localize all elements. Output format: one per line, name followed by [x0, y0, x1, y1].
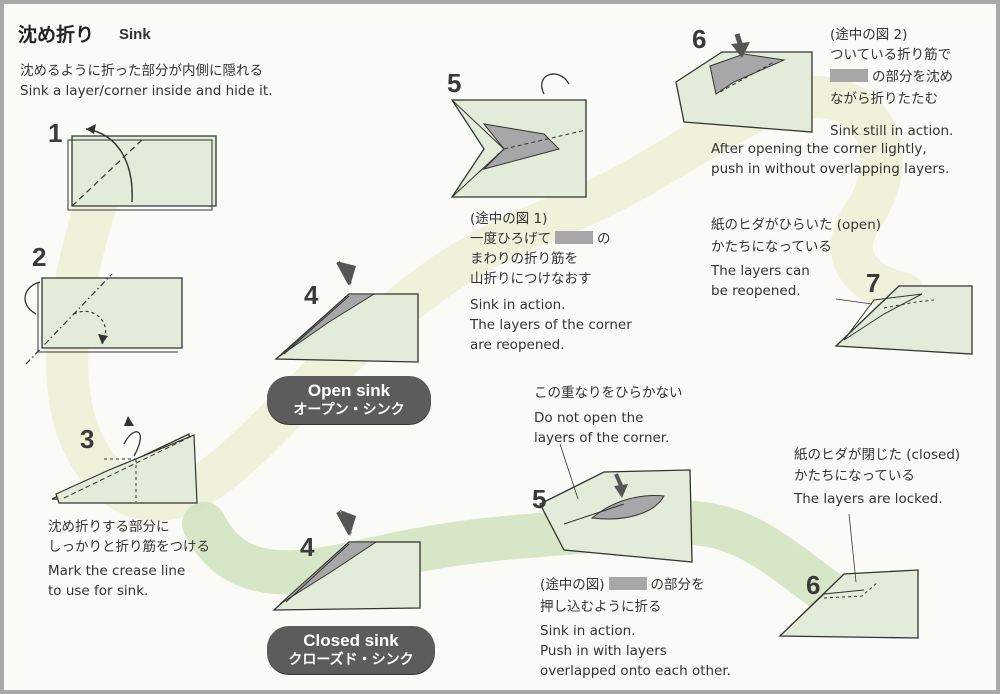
diagram-artwork — [24, 33, 973, 639]
open-step5-drawing — [450, 73, 587, 198]
step-number-3: 3 — [80, 424, 95, 454]
open-step-number-6: 6 — [692, 24, 707, 54]
closed-step5-note-jp: この重なりをひらかない — [534, 385, 683, 401]
open-step6-text-jp2: の部分を沈め — [830, 68, 953, 87]
open-sink-label: Open sink オープン・シンク — [267, 376, 431, 424]
shaded-area-swatch — [555, 231, 593, 244]
closed-step5-text-en3: overlapped onto each other. — [540, 663, 731, 679]
open-step7-text-en1: The layers can — [711, 263, 810, 279]
open-step4-drawing — [274, 261, 419, 363]
step1-drawing — [67, 124, 217, 211]
closed-step5-text-en2: Push in with layers — [540, 643, 667, 659]
step3-text-en1: Mark the crease line — [48, 563, 186, 579]
open-step6-text-jp3: ながら折りたたむ — [830, 91, 938, 107]
closed-step6-text-en1: The layers are locked. — [794, 491, 943, 507]
open-route-band — [46, 76, 925, 522]
open-step7-text-jp2: かたちになっている — [711, 239, 832, 255]
open-step7-drawing — [834, 285, 973, 355]
closed-step6-text-jp1: 紙のヒダが閉じた (closed) — [794, 447, 961, 463]
open-sink-label-jp: オープン・シンク — [293, 402, 405, 418]
open-step5-text-jp2: まわりの折り筋を — [470, 251, 578, 267]
step2-drawing — [24, 273, 183, 365]
page-title-jp: 沈め折り — [18, 24, 95, 46]
closed-step4-drawing — [272, 510, 421, 611]
closed-step6-drawing — [778, 513, 919, 639]
closed-step5-drawing — [539, 443, 693, 563]
open-step5-text-en3: are reopened. — [470, 337, 565, 353]
closed-step5-note-en2: layers of the corner. — [534, 430, 670, 446]
page-title-en: Sink — [119, 26, 151, 43]
step3-drawing — [51, 416, 198, 504]
intro-en: Sink a layer/corner inside and hide it. — [20, 83, 273, 99]
open-step6-text-en2: After opening the corner lightly, — [711, 141, 927, 157]
open-step6-text-en3: push in without overlapping layers. — [711, 161, 950, 177]
open-step6-text-en1: Sink still in action. — [830, 123, 954, 139]
open-step6-drawing — [675, 33, 813, 133]
closed-step5-text-en1: Sink in action. — [540, 623, 636, 639]
open-step6-text-jp1: ついている折り筋で — [830, 47, 952, 63]
closed-step5-text-jp1: (途中の図)の部分を — [540, 577, 705, 593]
open-step5-text-en2: The layers of the corner — [470, 317, 632, 333]
closed-step5-text-jp2: 押し込むように折る — [540, 599, 662, 615]
open-step-number-5: 5 — [447, 68, 462, 98]
open-step5-text-jp1: 一度ひろげての — [470, 231, 611, 247]
open-step5-text-en1: Sink in action. — [470, 297, 566, 313]
open-sink-label-en: Open sink — [307, 381, 391, 400]
open-step5-text-jp3: 山折りにつけなおす — [470, 271, 592, 287]
step3-text-jp2: しっかりと折り筋をつける — [48, 539, 210, 555]
shaded-area-swatch — [608, 577, 647, 590]
closed-step-number-4: 4 — [300, 532, 315, 562]
step-number-1: 1 — [48, 118, 63, 148]
intro-jp: 沈めるように折った部分が内側に隠れる — [20, 63, 263, 79]
closed-step6-text-jp2: かたちになっている — [794, 468, 915, 484]
closed-route-band — [182, 500, 866, 626]
closed-step-number-6: 6 — [806, 570, 821, 600]
open-step7-text-jp1: 紙のヒダがひらいた (open) — [711, 217, 882, 233]
closed-sink-label-en: Closed sink — [303, 631, 399, 650]
step-number-2: 2 — [32, 242, 47, 272]
closed-sink-label: Closed sink クローズド・シンク — [267, 626, 435, 674]
open-step5-text-jp0: (途中の図 1) — [470, 211, 548, 227]
closed-step5-note-en1: Do not open the — [534, 410, 644, 426]
open-step-number-4: 4 — [304, 280, 319, 310]
closed-step-number-5: 5 — [532, 484, 547, 514]
open-step-number-7: 7 — [866, 268, 881, 298]
open-step6-text-jp0: (途中の図 2) — [830, 27, 908, 43]
step3-text-en2: to use for sink. — [48, 583, 149, 599]
step3-text-jp1: 沈め折りする部分に — [48, 519, 170, 535]
closed-sink-label-jp: クローズド・シンク — [288, 652, 414, 668]
open-step7-text-en2: be reopened. — [711, 283, 801, 299]
shaded-area-swatch — [830, 69, 868, 82]
